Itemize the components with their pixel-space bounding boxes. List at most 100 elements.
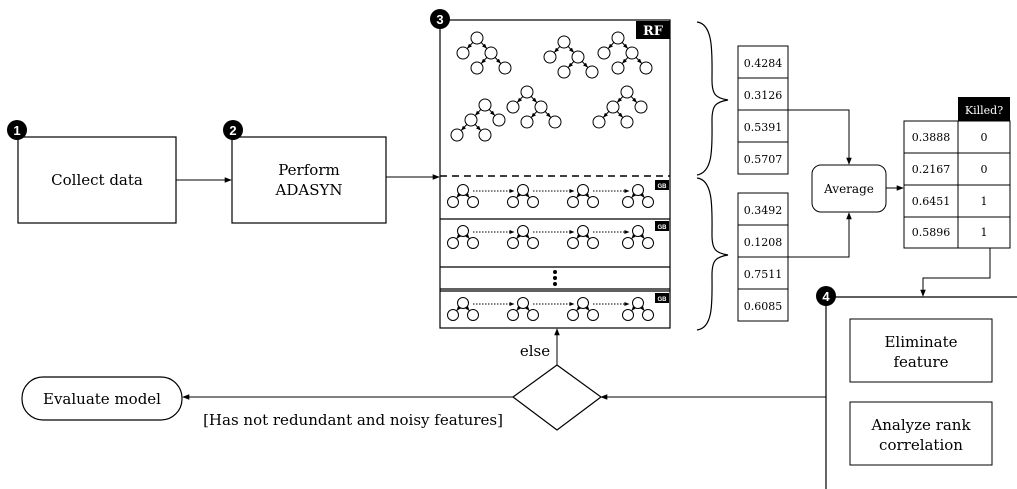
ellipsis-dot-3 (553, 282, 557, 286)
analyze-rank-box (849, 401, 993, 466)
rf-badge (636, 21, 670, 39)
tree-node (557, 35, 571, 49)
gb-score-cell: 0.7511 (744, 268, 783, 281)
tree-edge (639, 305, 645, 311)
tree-node (622, 237, 634, 249)
tree-node (534, 100, 548, 114)
step-collect-data: Collect data 1 (7, 120, 177, 224)
random-forest-trees (450, 31, 653, 142)
tree-node (467, 196, 479, 208)
tree-node (498, 61, 512, 75)
tree-glyph (450, 98, 506, 142)
tree-node (577, 225, 589, 237)
tree-edge (544, 111, 551, 118)
tree-node (447, 309, 459, 321)
rf-score-cell: 0.3126 (744, 89, 783, 102)
rf-score-cell: 0.5707 (744, 153, 783, 166)
tree-node (639, 61, 653, 75)
tree-node (447, 196, 459, 208)
tree-node (456, 46, 470, 60)
tree-node (606, 100, 620, 114)
killed-score-cell: 0.6451 (912, 195, 951, 208)
rf-badge-label: RF (643, 24, 664, 39)
tree-edge (516, 233, 522, 239)
tree-node (597, 46, 611, 60)
step-4-group: 4 Eliminate feature Analyze rank correla… (816, 286, 1017, 489)
step-2-badge (223, 120, 243, 140)
tree-node (467, 237, 479, 249)
tree-node (470, 31, 484, 45)
tree-node (517, 184, 529, 196)
evaluate-model-node: Evaluate model (21, 376, 183, 421)
gb-badge-label: GB (658, 184, 668, 190)
tree-glyph (507, 184, 539, 208)
tree-edge (524, 305, 530, 311)
tree-node (632, 225, 644, 237)
tree-node (478, 128, 492, 142)
tree-node (585, 65, 599, 79)
tree-glyph (622, 225, 654, 249)
rf-brace (696, 21, 729, 176)
tree-glyph (622, 297, 654, 321)
tree-node (577, 297, 589, 309)
tree-edge (631, 233, 637, 239)
tree-edge (517, 96, 524, 103)
tree-edge (631, 192, 637, 198)
tree-node (548, 115, 562, 129)
tree-edge (576, 305, 582, 311)
tree-edge (524, 192, 530, 198)
tree-edge (554, 46, 561, 53)
average-node: Average (811, 164, 887, 213)
tree-glyph (622, 184, 654, 208)
else-label: else (520, 342, 550, 360)
ellipsis-dot-2 (553, 276, 557, 280)
condition-label: [Has not redundant and noisy features] (203, 411, 503, 429)
tree-edge (584, 192, 590, 198)
arrow-killed-to-step4 (920, 248, 991, 297)
tree-glyph (456, 31, 512, 75)
tree-node (620, 115, 634, 129)
tree-node (567, 237, 579, 249)
tree-glyph (506, 85, 562, 129)
tree-node (543, 50, 557, 64)
arrow-rf-to-average (788, 109, 852, 165)
tree-node (507, 309, 519, 321)
gb-badge (655, 221, 669, 231)
decision-diamond (511, 364, 603, 431)
tree-node (592, 115, 606, 129)
tree-edge (480, 42, 487, 49)
gb-brace (696, 177, 729, 331)
tree-node (450, 128, 464, 142)
tree-glyph (447, 297, 479, 321)
arrow-gb-to-average (788, 212, 852, 258)
tree-node (642, 196, 654, 208)
tree-edge (524, 233, 530, 239)
adasyn-label-line1: Perform (278, 161, 339, 179)
tree-edge (584, 233, 590, 239)
tree-edge (584, 305, 590, 311)
gb-badge-label: GB (658, 297, 668, 303)
killed-flag-cell: 0 (981, 163, 988, 176)
tree-edge (608, 42, 615, 49)
analyze-rank-line2: correlation (879, 436, 963, 454)
tree-node (642, 237, 654, 249)
tree-edge (494, 57, 501, 64)
eliminate-feature-line2: feature (893, 353, 948, 371)
analyze-rank-line1: Analyze rank (870, 416, 971, 434)
rf-score-cell: 0.4284 (744, 57, 783, 70)
tree-edge (467, 42, 474, 49)
tree-glyph (507, 297, 539, 321)
tree-node (527, 237, 539, 249)
tree-node (478, 98, 492, 112)
step-3-badge (430, 9, 450, 29)
tree-node (517, 297, 529, 309)
tree-edge (567, 46, 574, 53)
killed-score-cell: 0.5896 (912, 226, 951, 239)
tree-glyph (447, 184, 479, 208)
tree-edge (516, 305, 522, 311)
eliminate-feature-line1: Eliminate (884, 333, 957, 351)
tree-node (622, 309, 634, 321)
